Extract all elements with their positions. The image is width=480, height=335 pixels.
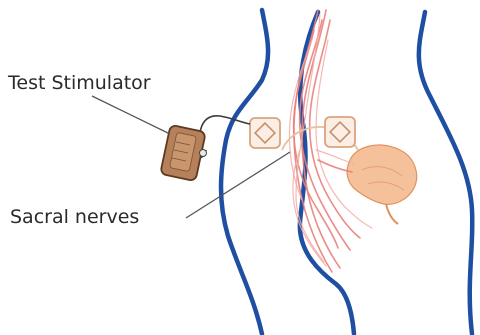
front-outline-right [419, 12, 472, 334]
stimulator-label: Test Stimulator [7, 72, 151, 94]
stimulator-connector [200, 150, 207, 157]
stimulator-leader-line [92, 96, 170, 134]
electrode-pad-right [325, 117, 355, 147]
bladder-illustration [347, 145, 417, 224]
back-outline-left [221, 10, 268, 334]
electrode-pad-left [250, 118, 280, 148]
nerves-leader-line [186, 152, 290, 218]
bladder-body [347, 145, 417, 204]
back-outline-middle [300, 12, 354, 334]
nerves-label: Sacral nerves [10, 206, 139, 228]
bladder-neck [386, 204, 398, 224]
